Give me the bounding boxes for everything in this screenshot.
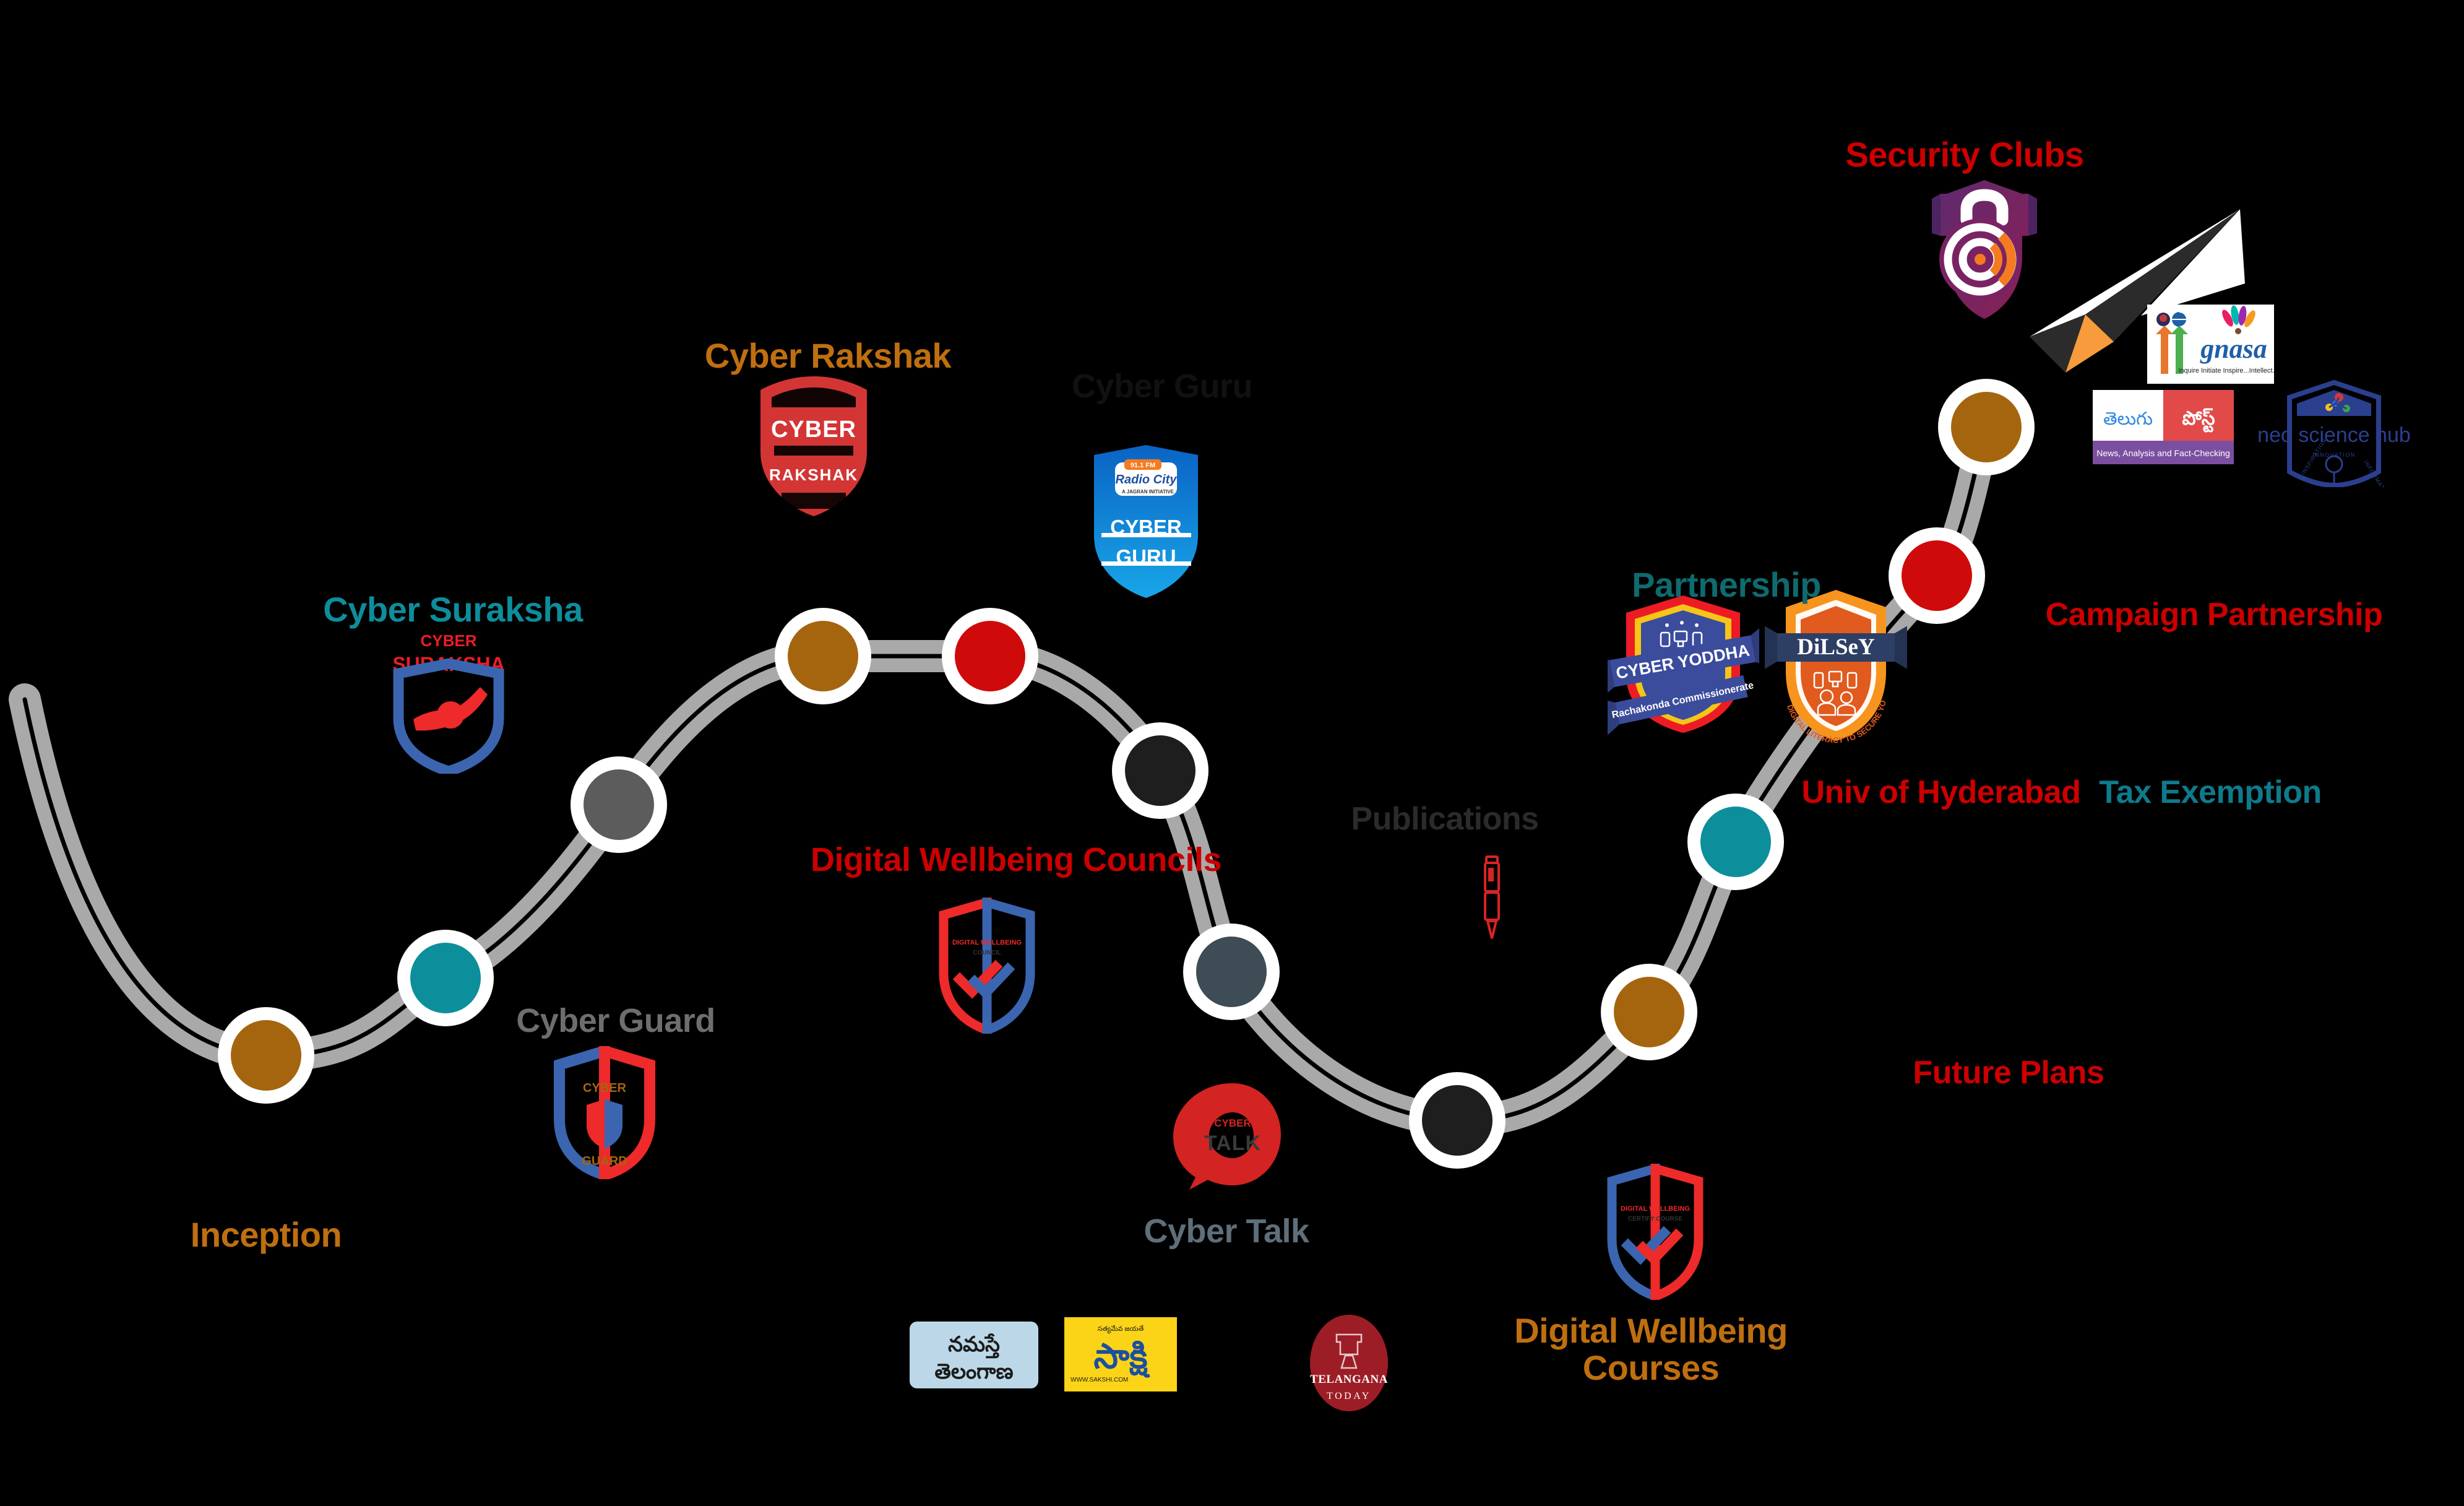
cyber-guard-logo-text-bottom: GUARD — [582, 1154, 627, 1168]
cyber-guru-radio-city-logo: 91.1 FM Radio City A JAGRAN INITIATIVE C… — [1089, 443, 1204, 600]
milestone-node-digital-wellbeing-courses[interactable] — [1601, 964, 1697, 1060]
cyber-rakshak-logo: CYBER RAKSHAK — [746, 371, 882, 520]
dwcourse-logo-text-bottom: CERTIFY COURSE — [1628, 1216, 1682, 1223]
cyber-guard-logo: CYBER GUARD — [545, 1046, 665, 1179]
milestone-label-cyber-guru: Cyber Guru — [1071, 368, 1253, 405]
sakshi-logo: సత్యమేవ జయతే సాక్షి WWW.SAKSHI.COM — [1064, 1317, 1177, 1391]
dwc-logo-text-bottom: COUNCIL — [973, 950, 1001, 956]
node-fill — [1614, 977, 1684, 1047]
cyber-guru-logo-brand: Radio City — [1116, 473, 1178, 487]
milestone-node-cyber-suraksha[interactable] — [397, 930, 494, 1026]
node-fill — [1196, 937, 1267, 1007]
milestone-label-cyber-suraksha: Cyber Suraksha — [323, 590, 583, 629]
namaste-telangana-logo-line2: తెలంగాణ — [934, 1360, 1013, 1383]
namaste-telangana-logo-line1: నమస్తే — [948, 1333, 1000, 1359]
milestone-label-cyber-guard: Cyber Guard — [516, 1002, 715, 1039]
security-clubs-padlock-logo — [1918, 176, 2051, 322]
gnasa-logo: gnasa Inquire Initiate Inspire...Intelle… — [2147, 305, 2275, 384]
node-fill — [1422, 1085, 1493, 1156]
milestone-node-cyber-rakshak[interactable] — [775, 608, 871, 704]
milestone-node-publications[interactable] — [1409, 1072, 1506, 1169]
milestone-node-cyber-talk[interactable] — [1183, 924, 1280, 1020]
neo-science-hub-logo-top: INNOVATION — [2312, 452, 2356, 458]
telangana-today-logo-line2: TODAY — [1327, 1391, 1371, 1401]
node-fill — [1902, 540, 1972, 611]
milestone-label-campaign-partnership: Campaign Partnership — [2045, 597, 2383, 633]
cyber-guru-logo-text-top: CYBER — [1110, 516, 1182, 539]
milestone-label-digital-wellbeing-councils: Digital Wellbeing Councils — [811, 841, 1222, 878]
cyber-yoddha-logo: CYBER YODDHA Rachakonda Commissionerate — [1608, 588, 1759, 737]
milestone-node-cyber-guard[interactable] — [571, 756, 667, 853]
milestone-label-univ-of-hyderabad: Univ of Hyderabad — [1801, 774, 2081, 810]
gnasa-logo-tagline: Inquire Initiate Inspire...Intellect. — [2178, 367, 2274, 374]
milestone-node-campaign-partnership[interactable] — [1889, 527, 1985, 624]
milestone-node-univ-of-hyderabad[interactable] — [1687, 794, 1784, 890]
milestone-label-inception: Inception — [190, 1215, 342, 1254]
telugu-post-logo-left: తెలుగు — [2103, 409, 2153, 429]
neo-science-hub-logo: neo science hub INNOVATION INSPIRATION I… — [2252, 379, 2416, 487]
cyber-guard-logo-text-top: CYBER — [583, 1081, 627, 1095]
sakshi-logo-main: సాక్షి — [1094, 1336, 1151, 1378]
telugu-post-logo: తెలుగు పోస్ట్ News, Analysis and Fact-Ch… — [2093, 390, 2234, 464]
node-fill — [410, 943, 481, 1013]
cyber-guru-logo-station: 91.1 FM — [1131, 462, 1155, 469]
cyber-suraksha-logo-text-top: CYBER — [420, 631, 476, 650]
telugu-post-logo-right: పోస్ట్ — [2182, 407, 2215, 433]
milestone-label-security-clubs: Security Clubs — [1845, 135, 2084, 174]
dwcourse-logo-text-top: DIGITAL WELLBEING — [1621, 1205, 1690, 1213]
cyber-rakshak-logo-text-top: CYBER — [771, 417, 856, 443]
telangana-today-logo: TELANGANA TODAY — [1304, 1313, 1394, 1413]
cyber-talk-logo: CYBER TALK — [1163, 1077, 1290, 1192]
node-fill — [584, 769, 654, 840]
dilsey-logo-main: DiLSeY — [1797, 634, 1875, 660]
cyber-rakshak-logo-text-bottom: RAKSHAK — [769, 465, 858, 484]
milestone-label-cyber-talk: Cyber Talk — [1144, 1213, 1309, 1250]
digital-wellbeing-course-logo: DIGITAL WELLBEING CERTIFY COURSE — [1600, 1164, 1711, 1300]
pen-icon — [1481, 854, 1503, 941]
milestone-node-inception[interactable] — [218, 1007, 314, 1104]
digital-wellbeing-council-logo: DIGITAL WELLBEING COUNCIL — [931, 898, 1043, 1034]
node-fill — [231, 1020, 301, 1091]
cyber-suraksha-logo: CYBER SURAKSHA — [377, 625, 520, 774]
milestone-node-security-clubs[interactable] — [1938, 379, 2035, 475]
cyber-talk-logo-big: TALK — [1204, 1132, 1261, 1155]
node-fill — [1700, 807, 1771, 877]
namaste-telangana-logo: నమస్తే తెలంగాణ — [910, 1322, 1038, 1388]
milestone-label-cyber-rakshak: Cyber Rakshak — [704, 336, 952, 375]
telugu-post-logo-tagline: News, Analysis and Fact-Checking — [2096, 448, 2230, 458]
node-fill — [1951, 392, 2022, 462]
dwc-logo-text-top: DIGITAL WELLBEING — [952, 939, 1022, 946]
node-fill — [788, 621, 858, 691]
milestone-label-digital-wellbeing-courses: Digital Wellbeing Courses — [1514, 1311, 1788, 1388]
cyber-guru-logo-tagline: A JAGRAN INITIATIVE — [1122, 489, 1174, 495]
sakshi-logo-url: WWW.SAKSHI.COM — [1070, 1377, 1128, 1383]
cyber-talk-logo-small: CYBER — [1214, 1117, 1251, 1129]
milestone-node-cyber-guru[interactable] — [942, 608, 1038, 704]
dilsey-logo: DiLSeY DIGITAL LITERACY TO SECURE YOUTH — [1765, 585, 1907, 746]
milestone-label-publications: Publications — [1351, 801, 1539, 837]
milestone-node-digital-wellbeing-councils[interactable] — [1112, 722, 1208, 819]
gnasa-logo-main: gnasa — [2200, 334, 2267, 364]
milestone-node-group — [218, 379, 2035, 1169]
floating-label-tax-exemption: Tax Exemption — [2099, 774, 2322, 810]
cyber-guru-logo-text-bottom: GURU — [1116, 545, 1176, 568]
floating-label-partnership: Partnership — [1632, 565, 1821, 604]
floating-label-future-plans: Future Plans — [1913, 1055, 2104, 1091]
node-fill — [955, 621, 1025, 691]
neo-science-hub-logo-main: neo science hub — [2257, 423, 2411, 447]
sakshi-logo-small: సత్యమేవ జయతే — [1098, 1325, 1144, 1334]
telangana-today-logo-line1: TELANGANA — [1310, 1373, 1388, 1386]
node-fill — [1125, 735, 1195, 806]
paper-plane-icon — [1992, 204, 2252, 390]
